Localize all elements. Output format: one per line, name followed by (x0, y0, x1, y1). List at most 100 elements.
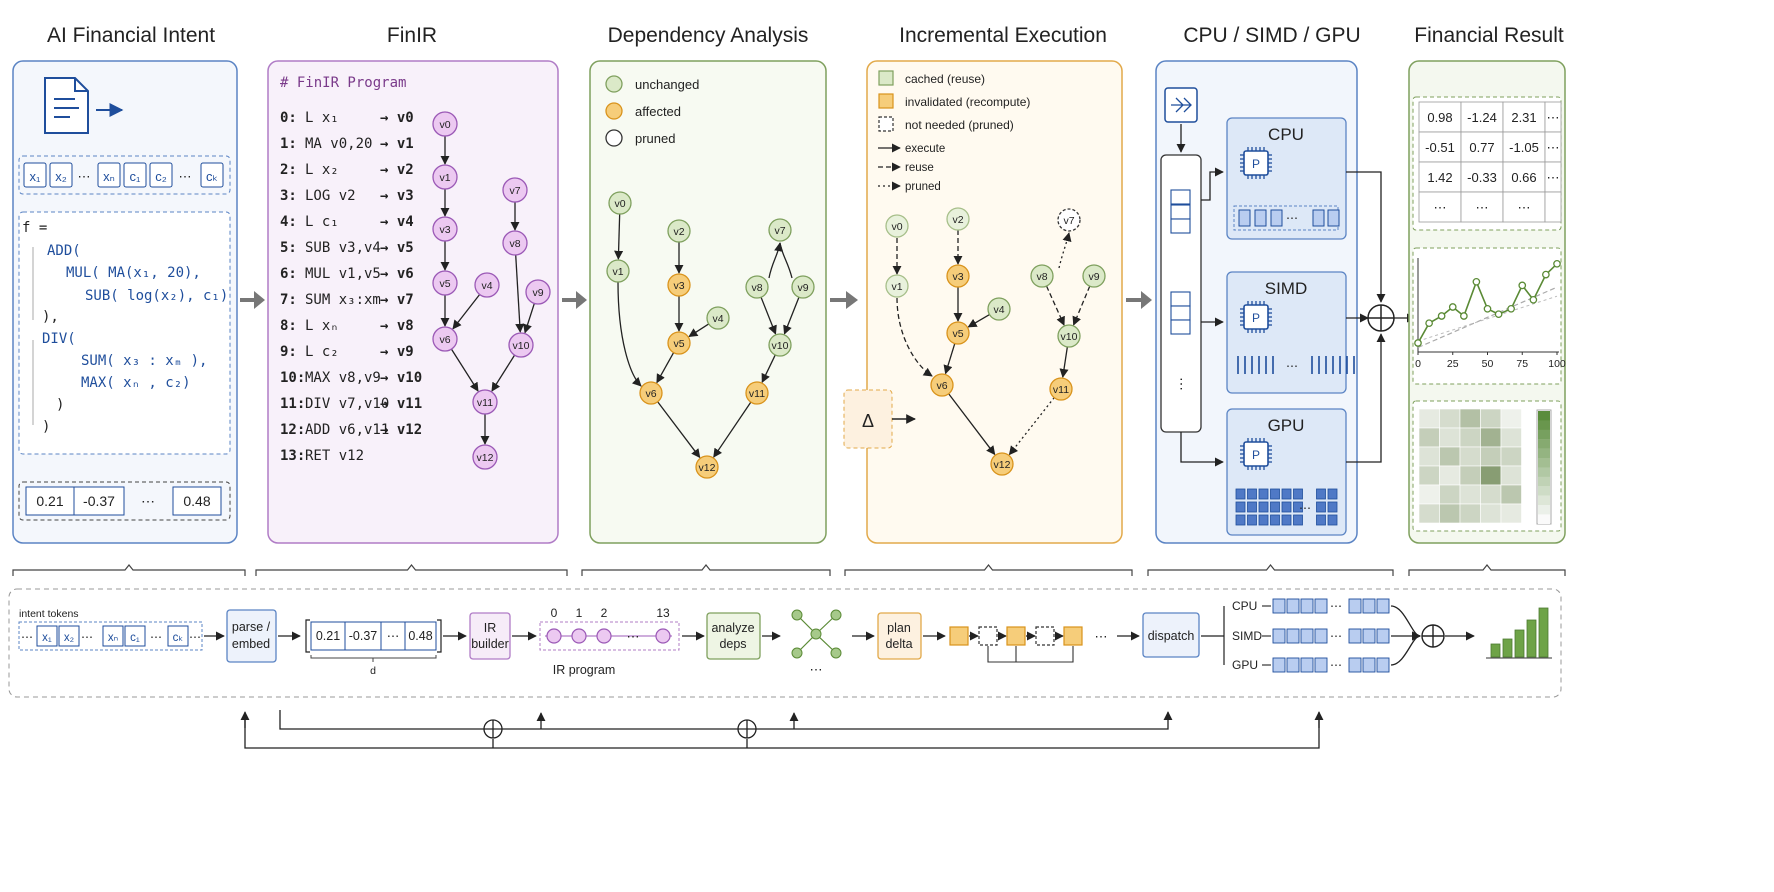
node-label-v2: v2 (673, 226, 684, 238)
instr-out: → v5 (380, 240, 414, 256)
graph-node-v9 (525, 279, 551, 305)
lane-ellipsis: ⋯ (1330, 629, 1342, 643)
sum-plus (484, 720, 502, 738)
colorbar-step (1538, 495, 1550, 506)
node-label-v3: v3 (952, 271, 963, 283)
colorbar-step (1538, 458, 1550, 468)
lane-label: GPU (1232, 658, 1258, 672)
gpu-core (1327, 488, 1338, 500)
token-text: cₖ (206, 169, 218, 184)
queue-slot (1170, 291, 1191, 307)
unit-box-simd (1226, 271, 1347, 394)
vector-value: -0.37 (349, 629, 378, 643)
graph-node-v8 (502, 230, 528, 256)
section-brace (1408, 564, 1566, 576)
pipe-token-ellipsis: ⋯ (150, 630, 162, 644)
dep-edge (760, 296, 777, 335)
table-value: 2.31 (1511, 110, 1536, 125)
parse-label: parse / (232, 620, 271, 634)
unit-label: SIMD (1265, 279, 1308, 298)
gpu-core (1270, 488, 1280, 500)
formula-line: ) (56, 397, 64, 413)
dep-edge (768, 242, 784, 279)
queue-ellipsis: ⋯ (1174, 377, 1190, 391)
core-cell (1327, 209, 1340, 227)
gpu-core (1293, 501, 1303, 513)
colorbar-step (1538, 439, 1550, 449)
ir-builder-box (469, 612, 511, 660)
node-label-v8: v8 (751, 282, 762, 294)
legend-swatch (605, 129, 623, 147)
heat-cell (1418, 427, 1440, 448)
heat-cell (1418, 503, 1440, 524)
combine-link (1346, 171, 1386, 303)
node-label-v4: v4 (712, 313, 723, 325)
stage-arrows (240, 291, 1152, 309)
lane-cell (1286, 598, 1300, 614)
gpu-core (1258, 501, 1269, 513)
stage-arrow (562, 291, 587, 309)
series-point (1542, 270, 1550, 279)
node-label-v0: v0 (439, 119, 450, 131)
series-point (1460, 312, 1468, 320)
inc-edge (896, 297, 933, 377)
plan-label: plan (887, 621, 911, 635)
table-cell (1418, 131, 1462, 163)
node-label-v1: v1 (439, 172, 450, 184)
graph-node-v1 (432, 164, 458, 190)
x-tick-label: 25 (1447, 358, 1459, 370)
table-cell (1418, 161, 1462, 193)
dep-edge (761, 354, 776, 383)
heat-cell (1480, 465, 1502, 486)
heat-cell (1418, 446, 1440, 467)
instr-op: L c₁ (305, 214, 339, 230)
vector-cell (344, 621, 382, 651)
heat-cell (1459, 408, 1481, 429)
node-label-v8: v8 (1036, 271, 1047, 283)
node-label-v4: v4 (993, 304, 1004, 316)
token-cell (23, 162, 47, 188)
instr-out: → v12 (380, 422, 422, 438)
heat-cell (1418, 484, 1440, 505)
pipe-token-strip (18, 621, 203, 651)
graph-node-v1 (885, 274, 909, 298)
series-point (1529, 295, 1538, 304)
gpu-core (1293, 488, 1303, 500)
ir-program-node (655, 628, 671, 644)
gpu-core (1316, 501, 1326, 513)
formula-line: ADD( (47, 243, 81, 259)
mini-graph-node (791, 647, 803, 659)
table-value: 0.66 (1511, 170, 1536, 185)
graph-node-v7 (502, 177, 528, 203)
node-label-v1: v1 (891, 281, 902, 293)
instr-index: 2: (280, 162, 297, 178)
lane-label: SIMD (1232, 629, 1262, 643)
gpu-ellipsis: ⋯ (1299, 501, 1311, 515)
dispatch-icon (1171, 97, 1192, 113)
legend-edge-label: execute (905, 143, 945, 155)
lane-cell (1348, 598, 1362, 614)
graph-node-v5 (667, 331, 691, 355)
pipe-token-cell (102, 625, 124, 647)
ir-program-label: IR program (553, 663, 616, 677)
vector-dim-brace (310, 655, 437, 662)
graph-node-v3 (432, 216, 458, 242)
feedback-line (244, 720, 1320, 749)
legend-label: invalidated (recompute) (905, 95, 1030, 109)
table-value: -0.33 (1467, 170, 1497, 185)
instr-index: 9: (280, 344, 297, 360)
formula-code: f =ADD(MUL( MA(x₁, 20),SUB( log(x₂), c₁)… (22, 220, 228, 435)
gpu-core (1258, 514, 1269, 526)
table-value: ⋯ (1518, 200, 1531, 215)
table-cell (1502, 131, 1546, 163)
lane-cell (1314, 628, 1328, 644)
table-value: ⋯ (1434, 200, 1447, 215)
series-point (1507, 304, 1515, 313)
stage-arrow (240, 291, 265, 309)
lane-cell (1286, 628, 1300, 644)
heat-cell (1459, 484, 1481, 505)
lane-cell (1272, 628, 1286, 644)
